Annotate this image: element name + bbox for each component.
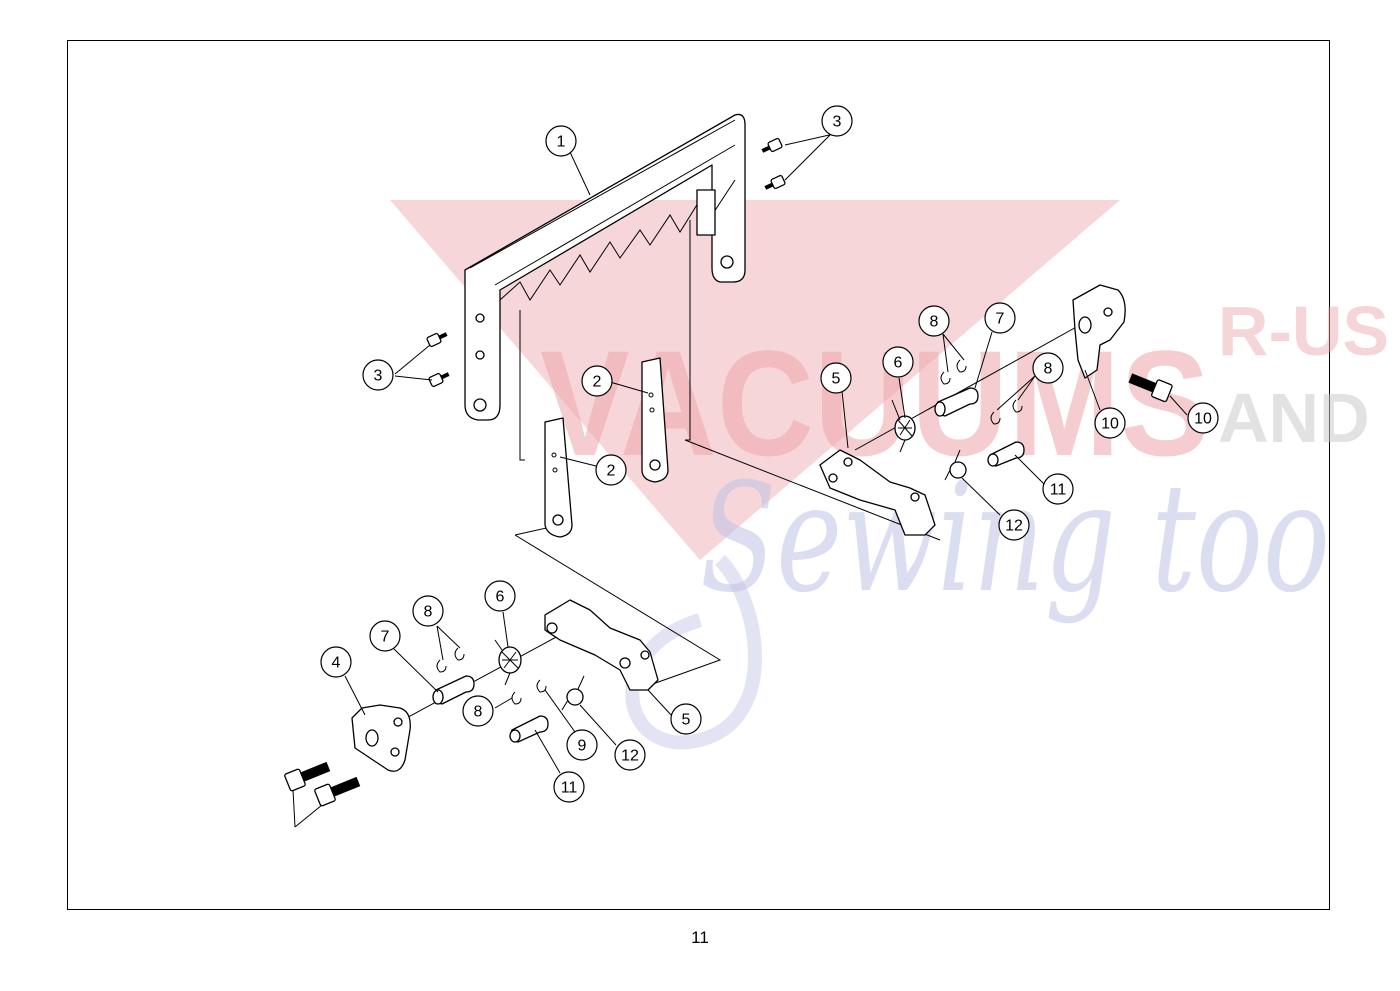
callout-label: 5 (682, 712, 691, 729)
callout-label: 9 (578, 738, 587, 755)
callout-11: 11 (1042, 473, 1074, 505)
callout-circle (581, 365, 613, 397)
callout-circle (882, 346, 914, 378)
part-5-bracket-right (819, 449, 936, 536)
callout-8: 8 (918, 305, 950, 337)
callout-circle (412, 595, 444, 627)
callout-label: 10 (1194, 411, 1212, 428)
part-11-pin-left (509, 715, 549, 743)
callout-label: 4 (332, 655, 341, 672)
callout-circle (1042, 473, 1074, 505)
callout-5: 5 (670, 703, 702, 735)
part-8-clips-right (940, 359, 1023, 425)
callout-6: 6 (484, 580, 516, 612)
callout-7: 7 (984, 302, 1016, 334)
callout-label: 5 (832, 371, 841, 388)
callout-9: 9 (566, 729, 598, 761)
callout-11: 11 (553, 771, 585, 803)
callout-label: 12 (621, 748, 639, 765)
callout-label: 11 (561, 780, 578, 797)
callout-circle (362, 359, 394, 391)
callout-circle (484, 580, 516, 612)
callout-3: 3 (821, 105, 853, 137)
callout-label: 11 (1050, 482, 1067, 499)
callout-4: 4 (320, 646, 352, 678)
callout-3: 3 (362, 359, 394, 391)
callout-label: 7 (996, 311, 1005, 328)
callout-label: 10 (1101, 416, 1119, 433)
callout-circle (462, 695, 494, 727)
part-12-spring-right (944, 449, 967, 481)
watermark-side-bottom: AND (1218, 379, 1370, 457)
callout-circle (553, 771, 585, 803)
callout-label: 2 (593, 374, 602, 391)
part-10-bolts-left (284, 761, 361, 807)
callout-10: 10 (1187, 402, 1219, 434)
callout-circle (369, 620, 401, 652)
callout-circle (595, 454, 627, 486)
part-8-clips-left (436, 647, 547, 705)
callout-2: 2 (595, 454, 627, 486)
part-5-bracket-left (544, 599, 659, 691)
callout-circle (984, 302, 1016, 334)
callout-leaders (292, 132, 1188, 828)
callout-12: 12 (998, 509, 1030, 541)
callout-10: 10 (1094, 407, 1126, 439)
callout-circle (670, 703, 702, 735)
callout-label: 6 (496, 589, 505, 606)
callout-8: 8 (1032, 352, 1064, 384)
callout-circle (1094, 407, 1126, 439)
callout-label: 8 (930, 314, 939, 331)
watermark-side-top: R-US (1218, 292, 1389, 370)
callout-circle (1032, 352, 1064, 384)
watermark: VACUUMS R-US AND Sewing too (390, 200, 1389, 750)
part-1-frame (464, 113, 746, 421)
callout-label: 2 (607, 463, 616, 480)
callout-circle (545, 125, 577, 157)
part-12-spring-left (561, 675, 585, 711)
callout-12: 12 (614, 739, 646, 771)
part-11-pin-right (987, 441, 1025, 467)
callout-5: 5 (820, 362, 852, 394)
callout-circle (320, 646, 352, 678)
part-6-spring-left (494, 639, 522, 686)
callout-label: 6 (894, 355, 903, 372)
part-2-plate-left (544, 417, 573, 538)
callout-6: 6 (882, 346, 914, 378)
callout-8: 8 (462, 695, 494, 727)
part-2-plate-right (641, 357, 669, 483)
part-3-screws (426, 137, 786, 388)
callout-label: 12 (1005, 518, 1023, 535)
part-10-bolt-right (1128, 373, 1173, 403)
drawing-frame (67, 40, 1330, 910)
callout-label: 1 (557, 134, 566, 151)
callout-7: 7 (369, 620, 401, 652)
callout-2: 2 (581, 365, 613, 397)
callout-label: 7 (381, 629, 390, 646)
callout-circle (998, 509, 1030, 541)
callout-1: 1 (545, 125, 577, 157)
page-number: 11 (691, 928, 709, 947)
callout-label: 8 (474, 704, 483, 721)
callout-label: 3 (833, 114, 842, 131)
callout-label: 8 (1044, 361, 1053, 378)
callout-circle (820, 362, 852, 394)
callout-circle (918, 305, 950, 337)
part-4-bracket (351, 704, 411, 772)
callout-8: 8 (412, 595, 444, 627)
part-7-pin-left (432, 675, 475, 705)
part-6-spring-right (891, 399, 916, 453)
callout-circle (821, 105, 853, 137)
part-7-pin-right (934, 387, 979, 417)
callout-circle (1187, 402, 1219, 434)
callout-label: 3 (374, 368, 383, 385)
callout-circle (566, 729, 598, 761)
callout-label: 8 (424, 604, 433, 621)
callout-circle (614, 739, 646, 771)
